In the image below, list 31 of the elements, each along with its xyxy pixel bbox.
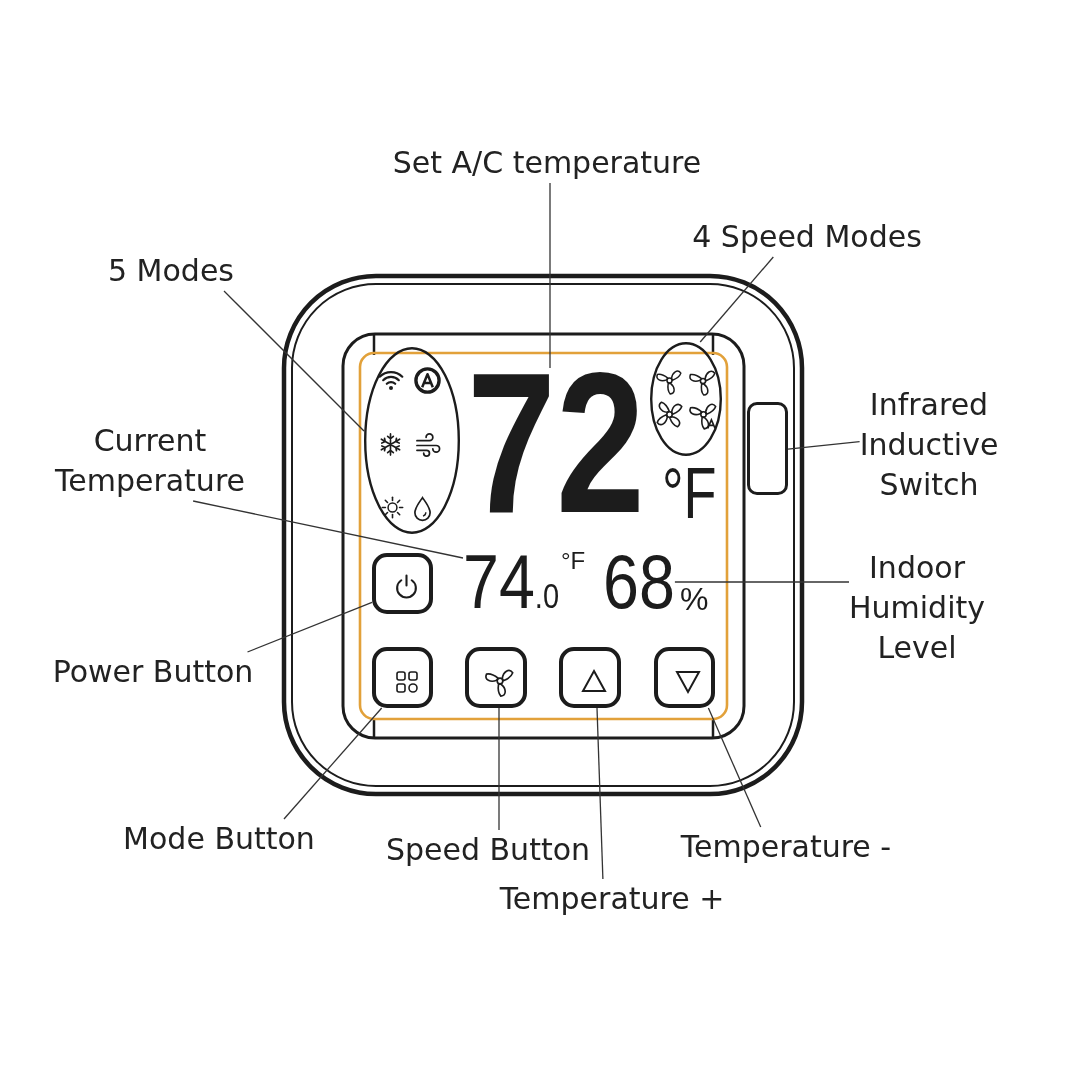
- temperature-down-button: [654, 647, 715, 708]
- leader-line: [787, 441, 861, 450]
- leader-line: [674, 581, 850, 583]
- callout-label: Mode Button: [123, 819, 315, 859]
- leader-line: [192, 500, 464, 559]
- leader-line: [549, 182, 551, 369]
- leader-line: [699, 256, 774, 343]
- unit-label: %: [680, 587, 709, 611]
- callout-label: 5 Modes: [108, 251, 234, 291]
- callout-label: 4 Speed Modes: [692, 217, 922, 257]
- mode-button: [372, 647, 433, 708]
- callout-label: Temperature -: [680, 827, 892, 867]
- side-switch: [747, 402, 788, 495]
- callout-label: Temperature +: [499, 879, 725, 919]
- callout-label: Infrared Inductive Switch: [859, 385, 999, 505]
- unit-label: °F: [561, 552, 586, 570]
- power-button: [372, 553, 433, 614]
- callout-label: Speed Button: [385, 830, 591, 870]
- callout-label: Set A/C temperature: [392, 143, 702, 183]
- fan-speed-button: [465, 647, 527, 708]
- set-temperature-readout: 72: [467, 368, 645, 518]
- callout-label: Indoor Humidity Level: [849, 548, 985, 668]
- leader-line: [707, 707, 762, 828]
- leader-line: [596, 707, 604, 880]
- leader-line: [246, 601, 373, 653]
- callout-label: Power Button: [52, 652, 254, 692]
- humidity-readout: 68: [603, 553, 675, 610]
- callout-label: Current Temperature: [55, 421, 245, 501]
- leader-line: [283, 707, 383, 820]
- temperature-up-button: [559, 647, 621, 708]
- unit-label: °F: [662, 466, 717, 520]
